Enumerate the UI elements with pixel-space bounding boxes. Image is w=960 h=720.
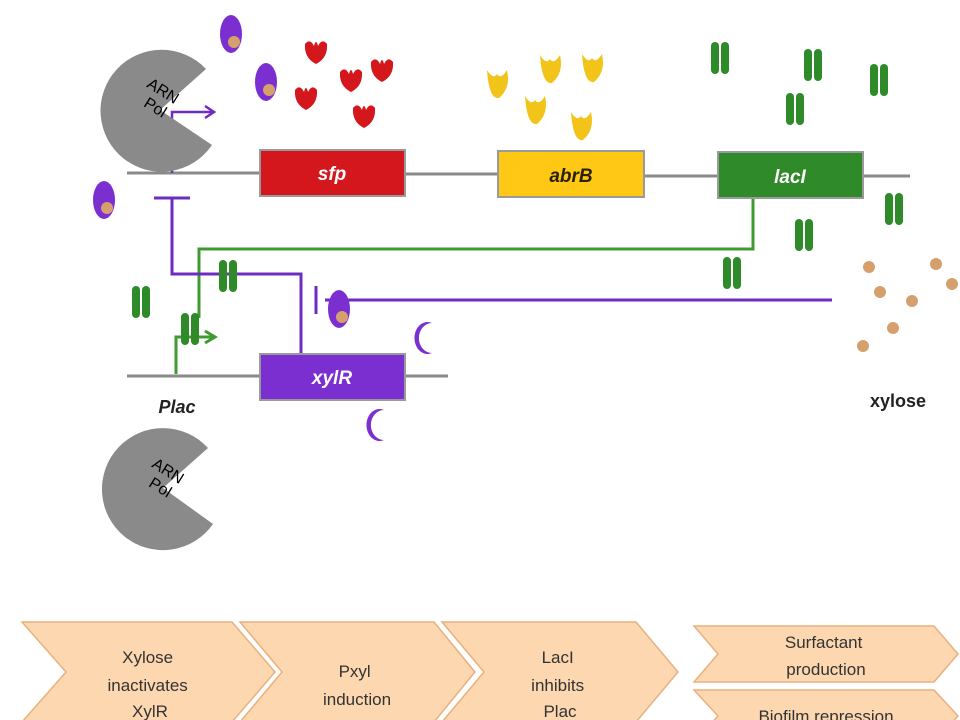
gene-laci-label: lacI	[774, 167, 806, 188]
step-3-line-1: LacI	[542, 648, 574, 667]
step-5-line-1: Biofilm repression	[758, 707, 893, 720]
plac-arrow-head	[204, 329, 218, 345]
xylose-label: xylose	[870, 391, 926, 411]
step-2-line-2: induction	[323, 690, 391, 709]
gene-sfp: sfp	[259, 149, 406, 197]
svg-text:Pxyl induction: Pxyl induction	[323, 662, 391, 709]
step-4-line-1: Surfactant	[785, 633, 863, 652]
rna-polymerase-top: ARN Pol	[100, 49, 212, 172]
gene-xylr: xylR	[259, 353, 406, 401]
svg-text:Surfactant production: Surfactant production	[785, 633, 867, 679]
step-3-line-3: Plac	[543, 702, 577, 720]
transcription-arrow-head	[204, 104, 217, 120]
abrb-proteins	[487, 54, 603, 141]
step-1-line-1: Xylose	[122, 648, 173, 667]
plac-promoter-arrow	[174, 335, 213, 374]
plac-label: Plac	[158, 397, 195, 417]
gene-xylr-label: xylR	[311, 368, 352, 389]
step-1-line-3: XylR	[132, 702, 168, 720]
step-chevron-5: Biofilm repression	[692, 689, 960, 720]
gene-laci: lacI	[717, 151, 864, 199]
step-chevron-1: Xylose inactivates XylR	[20, 621, 276, 720]
step-4-line-2: production	[786, 660, 865, 679]
gene-abrb: abrB	[497, 150, 645, 198]
xylose-molecules	[857, 258, 958, 352]
laci-regulation-line	[197, 198, 755, 318]
gene-sfp-label: sfp	[318, 164, 347, 185]
step-chevron-2: Pxyl induction	[238, 621, 476, 720]
step-1-line-2: inactivates	[107, 676, 187, 695]
svg-text:ARN Pol: ARN Pol	[134, 75, 185, 125]
step-chevron-3: LacI inhibits Plac	[440, 621, 679, 720]
step-3-line-2: inhibits	[531, 676, 584, 695]
step-2-line-1: Pxyl	[339, 662, 371, 681]
step-chevron-4: Surfactant production	[692, 625, 959, 683]
sfp-proteins	[294, 41, 394, 128]
svg-text:LacI inhibits Plac: LacI inhibits Plac	[531, 648, 589, 720]
svg-text:Xylose inactivates: Xylose inactivates XylR	[107, 648, 192, 720]
gene-abrb-label: abrB	[549, 166, 593, 187]
rna-polymerase-bottom: ARN Pol	[101, 428, 213, 551]
